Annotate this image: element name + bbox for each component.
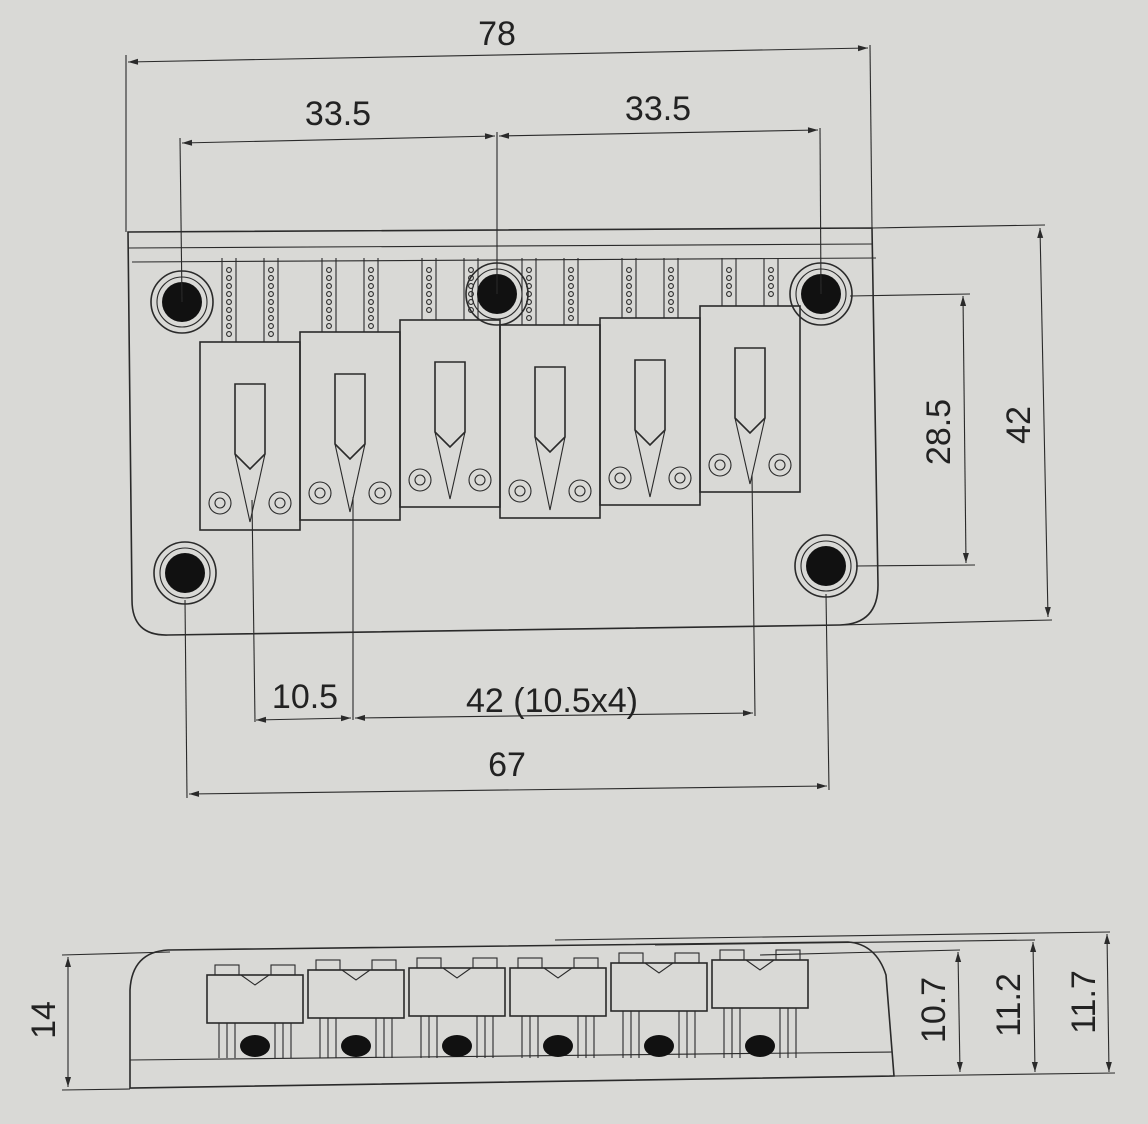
side-saddle-4 [509, 957, 607, 1058]
spring-6 [721, 258, 779, 306]
dim-overall-height: 42 [839, 224, 1053, 626]
dim-saddle-height-low-label: 10.7 [915, 977, 953, 1043]
mount-hole-bottom-right [794, 534, 858, 598]
side-saddle-6 [711, 949, 809, 1058]
side-base-profile [129, 941, 895, 1089]
dim-saddle-heights: 10.7 11.2 11.7 [893, 933, 1116, 1077]
spring-5 [621, 258, 679, 318]
saddle-6 [699, 305, 801, 493]
intonation-springs [221, 258, 779, 342]
dim-string-spacing-label: 10.5 [272, 678, 338, 716]
dim-overall-height-label: 42 [1000, 406, 1038, 444]
dim-string-spacing: 10.5 42 (10.5x4) [251, 474, 756, 723]
saddles [199, 305, 801, 531]
dim-hole-horizontal: 67 [184, 593, 830, 799]
side-saddle-1 [206, 964, 304, 1058]
side-saddles [206, 949, 809, 1058]
dim-right-half-label: 33.5 [625, 90, 691, 128]
side-saddle-3 [408, 957, 506, 1058]
side-view: 14 10.7 11.2 11.7 [25, 931, 1116, 1091]
dim-base-height-label: 14 [25, 1001, 63, 1039]
mounting-holes [150, 262, 858, 605]
saddle-2 [299, 331, 401, 521]
saddle-1 [199, 341, 301, 531]
saddle-4 [499, 324, 601, 519]
spring-3 [421, 258, 479, 320]
saddle-3 [399, 319, 501, 508]
side-saddle-2 [307, 959, 405, 1058]
saddle-5 [599, 317, 701, 506]
dim-half-widths: 33.5 33.5 [179, 90, 822, 303]
spring-4 [521, 258, 579, 325]
mount-hole-bottom-left [153, 541, 217, 605]
dim-string-span-label: 42 (10.5x4) [466, 682, 638, 720]
side-saddle-5 [610, 952, 708, 1058]
dim-hole-horizontal-label: 67 [488, 746, 526, 784]
dim-saddle-height-high-label: 11.7 [1065, 970, 1103, 1034]
dim-base-height: 14 [25, 951, 171, 1091]
top-view: 78 33.5 33.5 42 28.5 [125, 15, 1053, 799]
spring-2 [321, 258, 379, 332]
spring-1 [221, 258, 279, 342]
dim-hole-vertical-label: 28.5 [920, 399, 958, 465]
dim-saddle-height-mid-label: 11.2 [990, 973, 1028, 1037]
dim-overall-width-label: 78 [478, 15, 516, 53]
dim-overall-width: 78 [125, 15, 873, 232]
dim-hole-vertical: 28.5 [849, 293, 976, 567]
dim-left-half-label: 33.5 [305, 95, 371, 133]
